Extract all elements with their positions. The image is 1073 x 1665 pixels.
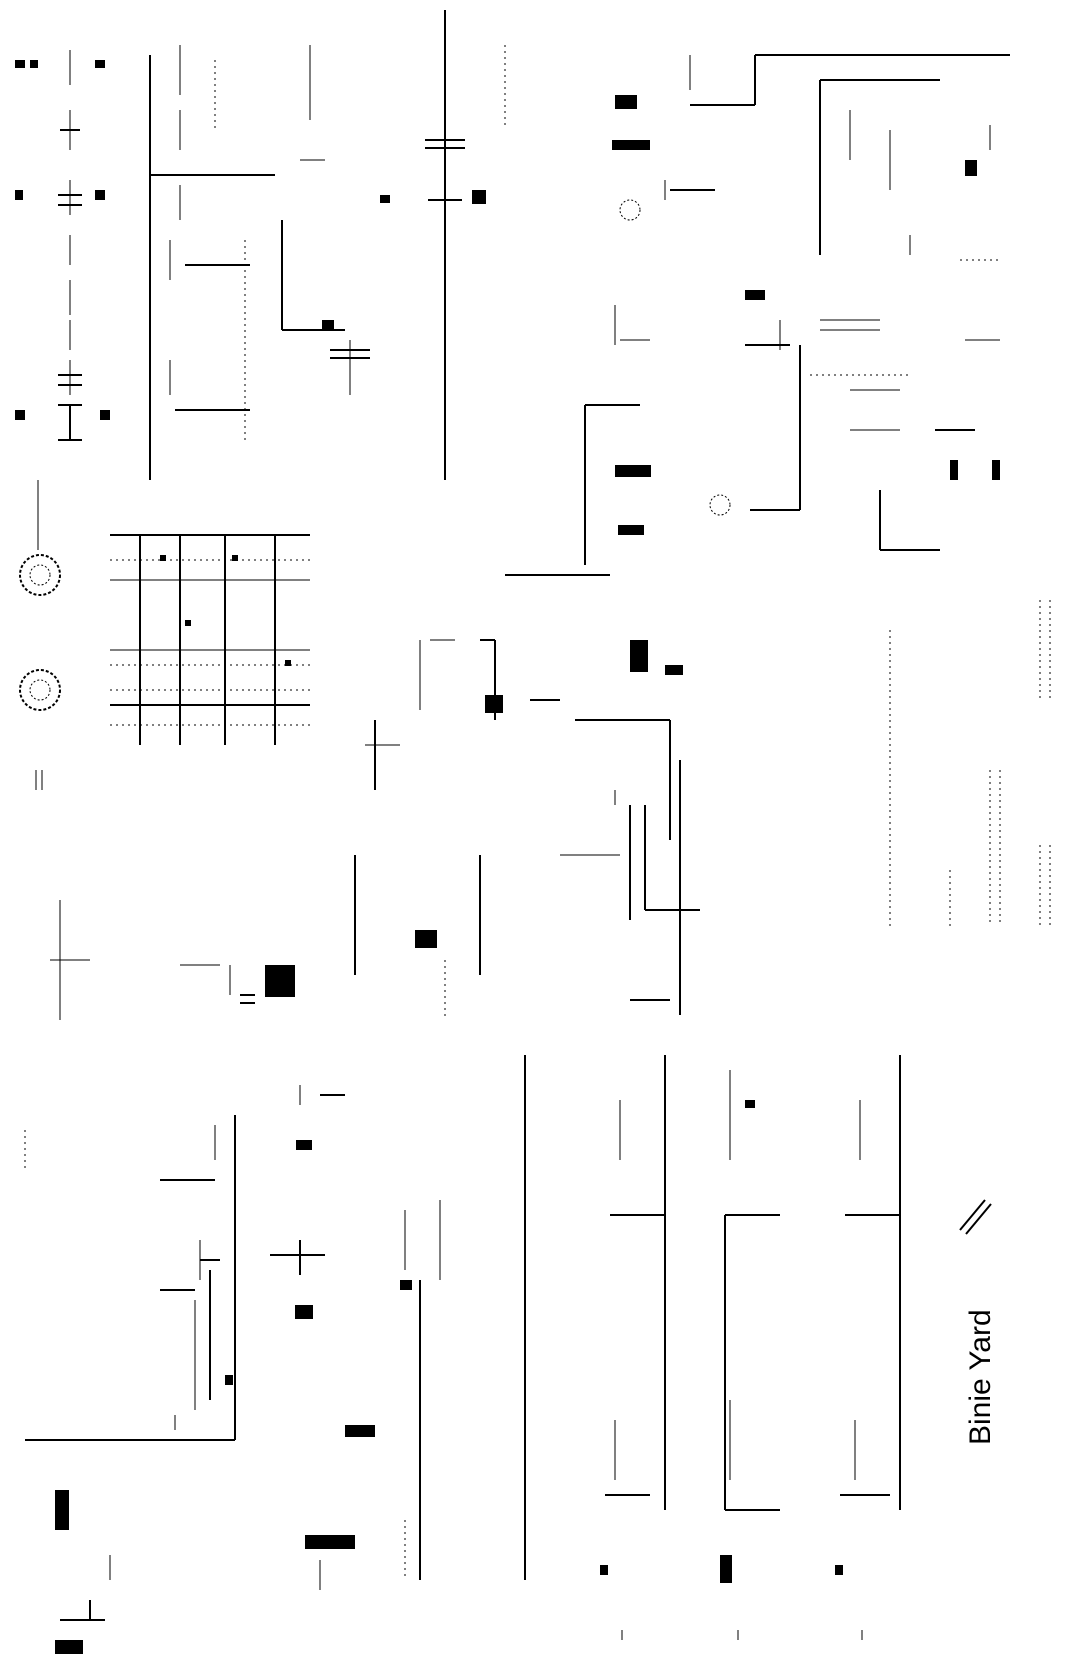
title-block: Binie Yard <box>964 1309 997 1445</box>
channel-strip-2 <box>720 1070 780 1640</box>
bottom-center-nets <box>270 1055 526 1590</box>
grid-table-block <box>110 534 310 745</box>
center-circuit <box>365 574 700 1015</box>
center-top-vertical-net <box>300 10 506 480</box>
round-component-pair <box>19 480 61 790</box>
bottom-left-corner-parts <box>55 1490 111 1654</box>
right-mid-annotations <box>889 600 1051 930</box>
logo-slash-mark <box>959 1199 992 1235</box>
channel-strip-1 <box>600 1055 666 1640</box>
upper-left-register-column <box>15 45 345 480</box>
bottom-left-frame <box>24 1115 236 1441</box>
lower-left-cluster <box>50 855 481 1020</box>
channel-strip-3 <box>835 1055 901 1640</box>
upper-right-circuit <box>584 54 1010 565</box>
brand-logo-text: Binie Yard <box>964 1309 997 1445</box>
